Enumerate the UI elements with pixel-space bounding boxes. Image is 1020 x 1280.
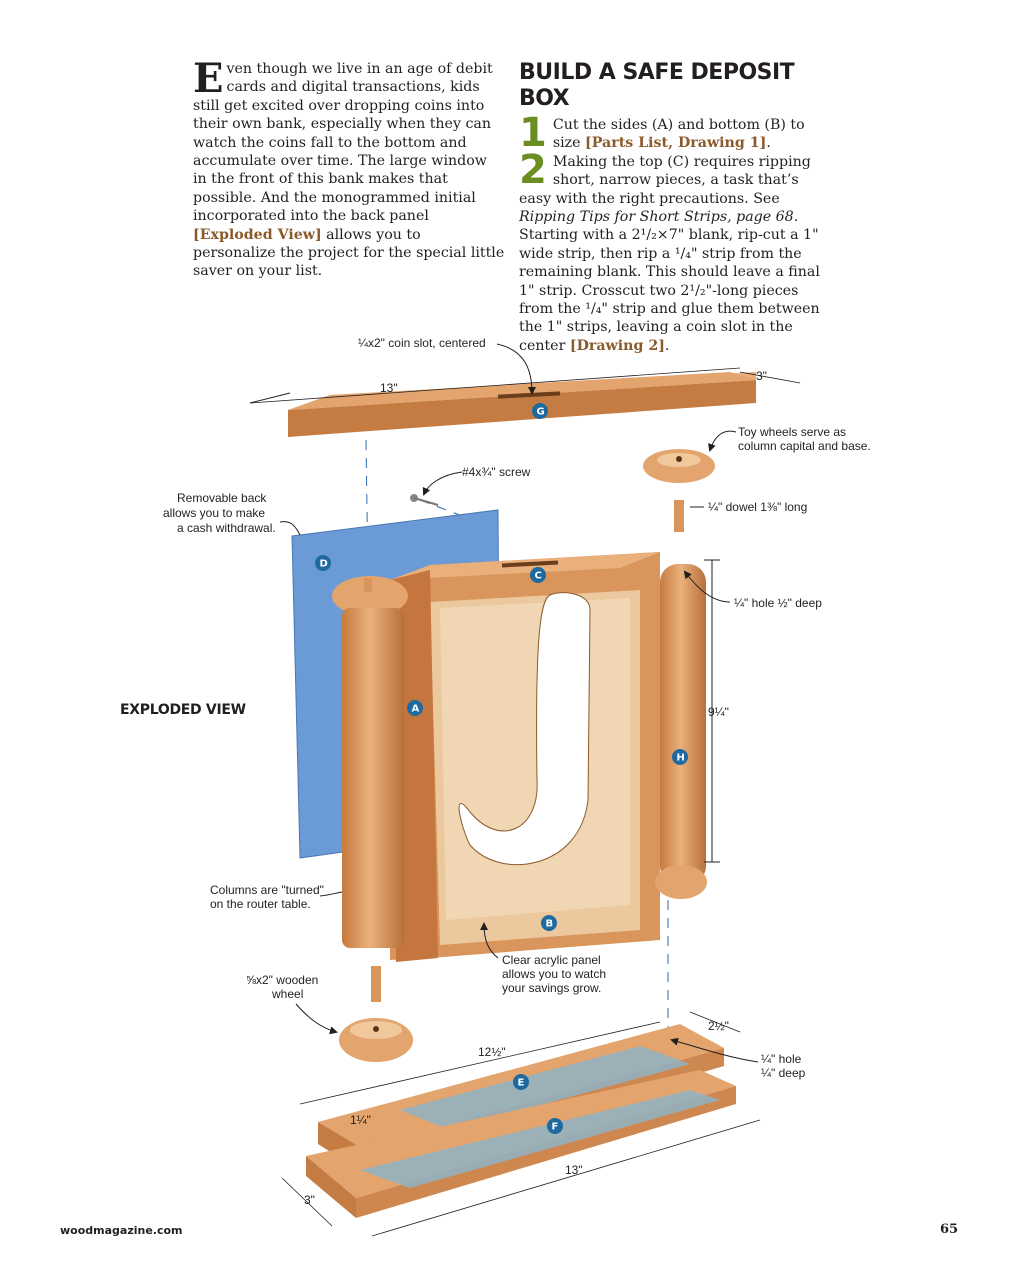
- label-removable-2: allows you to make: [163, 506, 265, 520]
- svg-text:D: D: [320, 559, 328, 570]
- leader-line: [480, 922, 499, 959]
- badge-g: G: [532, 403, 548, 419]
- top-panel-g: [288, 372, 756, 437]
- leader-line: [319, 891, 343, 897]
- label-toy-wheels-2: column capital and base.: [738, 439, 871, 453]
- dim-line: [299, 1021, 661, 1105]
- step-1-end: .: [766, 135, 771, 152]
- dim-top-length: 13": [380, 381, 398, 395]
- toy-wheel-top: [643, 449, 715, 483]
- badge-c: C: [530, 567, 546, 583]
- step-number-1: 1: [519, 110, 547, 156]
- label-acrylic-2: allows you to watch: [502, 967, 606, 981]
- svg-text:B: B: [546, 919, 554, 930]
- dim-line: [249, 367, 741, 404]
- svg-text:H: H: [677, 753, 685, 764]
- drawing-2-link[interactable]: [Drawing 2]: [569, 337, 665, 354]
- badge-a: A: [407, 700, 423, 716]
- base-panel-f: [306, 1070, 736, 1218]
- dim-top-width: 3": [756, 369, 767, 383]
- footer-site: woodmagazine.com: [60, 1224, 183, 1237]
- svg-text:A: A: [412, 704, 420, 715]
- dim-base-e-length: 12½": [478, 1045, 506, 1059]
- right-column-h: [655, 564, 707, 899]
- leader-line: [279, 521, 301, 536]
- screw-icon: [410, 494, 439, 506]
- dim-base-f-width: 3": [304, 1193, 315, 1207]
- page-number: 65: [940, 1222, 959, 1237]
- label-screw: #4x¾" screw: [462, 465, 531, 479]
- step-2-text-1: Making the top (C) requires ripping shor…: [519, 153, 811, 207]
- label-acrylic-3: your savings grow.: [502, 981, 601, 995]
- exploded-view-link[interactable]: [Exploded View]: [193, 226, 322, 243]
- badge-e: E: [513, 1074, 529, 1090]
- leader-line: [496, 343, 536, 395]
- label-toy-wheels-1: Toy wheels serve as: [738, 425, 846, 439]
- label-hole-base-2: ¼" deep: [761, 1066, 806, 1080]
- label-coin-slot: ¼x2" coin slot, centered: [358, 336, 486, 350]
- dim-base-f-length: 13": [565, 1163, 583, 1177]
- leader-line: [683, 570, 731, 603]
- drop-cap: E: [193, 55, 224, 102]
- label-hole-base-1: ¼" hole: [761, 1052, 802, 1066]
- badge-b: B: [541, 915, 557, 931]
- step-number-2: 2: [519, 146, 547, 193]
- svg-text:E: E: [518, 1078, 525, 1089]
- dowel-bottom: [371, 966, 381, 1002]
- step-2-text-2: . Starting with a 2¹/₂×7" blank, rip-cut…: [519, 209, 820, 354]
- dim-line: [739, 371, 801, 384]
- parts-list-link[interactable]: [Parts List, Drawing 1]: [585, 135, 767, 152]
- leader-line: [670, 1037, 759, 1063]
- dim-offset: 1¼": [350, 1113, 371, 1127]
- label-dowel: ¼" dowel 1⅜" long: [708, 500, 807, 514]
- left-column-h: [332, 576, 408, 948]
- section-heading: BUILD A SAFE DEPOSIT BOX: [519, 60, 795, 111]
- label-acrylic-1: Clear acrylic panel: [502, 953, 601, 967]
- intro-text-2: allows you to personalize the project fo…: [193, 226, 505, 280]
- dowel: [674, 500, 684, 532]
- dim-line: [689, 1011, 741, 1033]
- svg-text:F: F: [552, 1122, 559, 1133]
- dim-base-width: 2½": [708, 1019, 729, 1033]
- dim-height: 9¼": [708, 705, 729, 719]
- intro-text-1: ven though we live in an age of debit ca…: [193, 61, 493, 225]
- leader-line: [708, 430, 737, 452]
- leader-line: [422, 471, 463, 496]
- exploded-view-diagram: 13" 3" ¼x2" coin slot, centered #4x¾" sc…: [163, 336, 871, 1237]
- svg-text:C: C: [535, 571, 542, 582]
- exploded-view-title: EXPLODED VIEW: [120, 702, 246, 718]
- badge-d: D: [315, 555, 331, 571]
- leader-line: [295, 1003, 338, 1035]
- dim-line: [249, 392, 291, 404]
- svg-text:G: G: [537, 407, 545, 418]
- step-1-text: Cut the sides (A) and bottom (B) to size: [552, 117, 805, 152]
- badge-h: H: [672, 749, 688, 765]
- step-2-end: .: [664, 337, 670, 354]
- box-frame: [390, 552, 660, 962]
- dim-line: [281, 1177, 333, 1227]
- wooden-wheel-bottom: [339, 1018, 413, 1062]
- label-wheel-2: wheel: [271, 987, 303, 1001]
- label-columns-1: Columns are "turned": [210, 883, 324, 897]
- badge-f: F: [547, 1118, 563, 1134]
- label-hole-top: ¼" hole ½" deep: [734, 596, 822, 610]
- label-wheel-1: ⅝x2" wooden: [246, 973, 318, 987]
- ripping-tips-ref: Ripping Tips for Short Strips, page 68: [519, 209, 794, 226]
- label-removable-1: Removable back: [177, 491, 267, 505]
- dim-line: [371, 1119, 761, 1237]
- label-columns-2: on the router table.: [210, 897, 311, 911]
- label-removable-3: a cash withdrawal.: [177, 521, 276, 535]
